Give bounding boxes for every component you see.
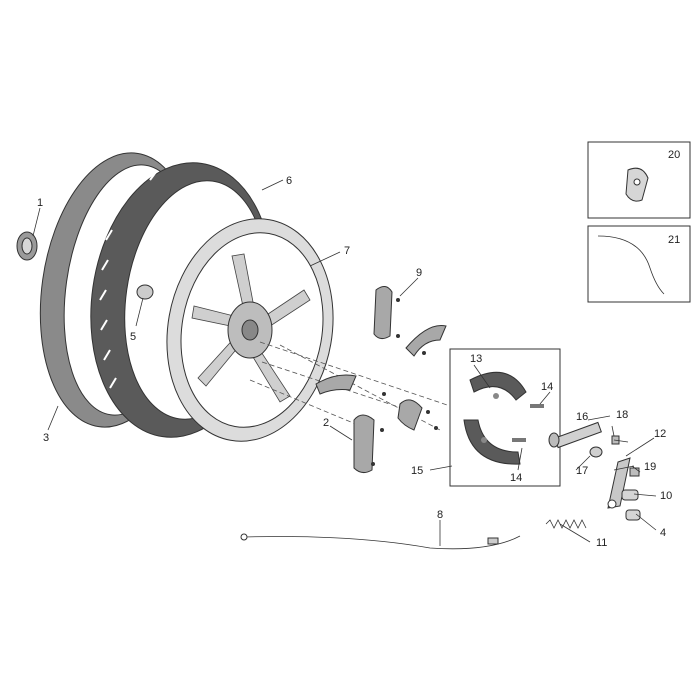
brake-cable — [240, 533, 521, 550]
callout-8: 8 — [437, 509, 443, 521]
callout-18: 18 — [616, 409, 628, 421]
inset-box-20 — [587, 141, 691, 219]
brake-lever — [607, 457, 631, 509]
valve-part — [16, 231, 38, 261]
callout-10: 10 — [660, 490, 672, 502]
screws — [371, 298, 438, 466]
inset-box-21 — [587, 225, 691, 303]
rim — [166, 218, 334, 442]
callouts: 1 2 3 4 5 6 7 8 9 10 11 12 13 14 14 15 1… — [37, 149, 680, 549]
leader-lines — [32, 179, 657, 546]
small-hardware — [621, 467, 641, 521]
callout-14a: 14 — [541, 381, 553, 393]
callout-21: 21 — [668, 234, 680, 246]
brake-shoe-box — [449, 348, 561, 487]
callout-11: 11 — [596, 537, 607, 549]
axle-pin — [548, 421, 603, 458]
tire-tread — [99, 171, 157, 389]
callout-16: 16 — [576, 411, 588, 423]
callout-17: 17 — [576, 465, 588, 477]
callout-6: 6 — [286, 175, 292, 187]
callout-5: 5 — [130, 331, 136, 343]
callout-19: 19 — [644, 461, 656, 473]
brake-pad-upper — [373, 286, 447, 357]
callout-1: 1 — [37, 197, 43, 209]
brake-pad-lower — [315, 374, 423, 474]
spring — [545, 519, 587, 529]
callout-4: 4 — [660, 527, 666, 539]
callout-3: 3 — [43, 432, 49, 444]
callout-12: 12 — [654, 428, 666, 440]
callout-13: 13 — [470, 353, 482, 365]
callout-14b: 14 — [510, 472, 522, 484]
callout-9: 9 — [416, 267, 422, 279]
callout-15: 15 — [411, 465, 423, 477]
callout-20: 20 — [668, 149, 680, 161]
callout-2: 2 — [323, 417, 329, 429]
bushing — [136, 284, 154, 300]
callout-7: 7 — [344, 245, 350, 257]
